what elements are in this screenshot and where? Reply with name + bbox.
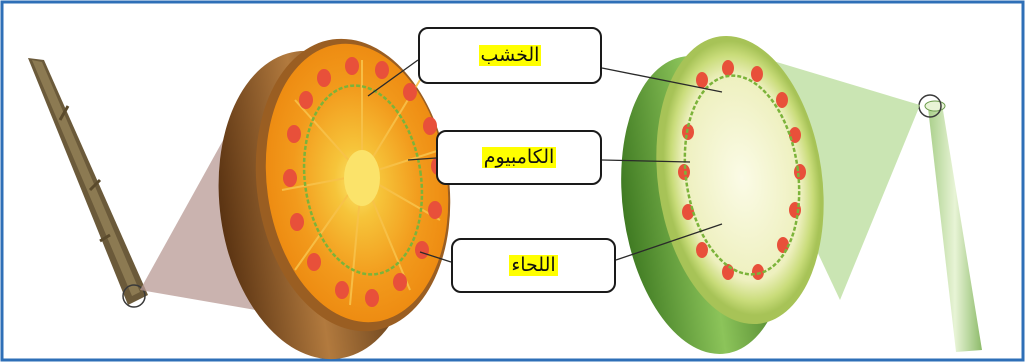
xylem-label: الخشب bbox=[479, 45, 542, 66]
phloem-label: اللحاء bbox=[509, 255, 557, 276]
cambium-label: الكامبيوم bbox=[482, 147, 557, 168]
cambium-label-box: الكامبيوم bbox=[436, 130, 602, 185]
xylem-label-box: الخشب bbox=[418, 27, 602, 84]
phloem-label-box: اللحاء bbox=[451, 238, 616, 293]
